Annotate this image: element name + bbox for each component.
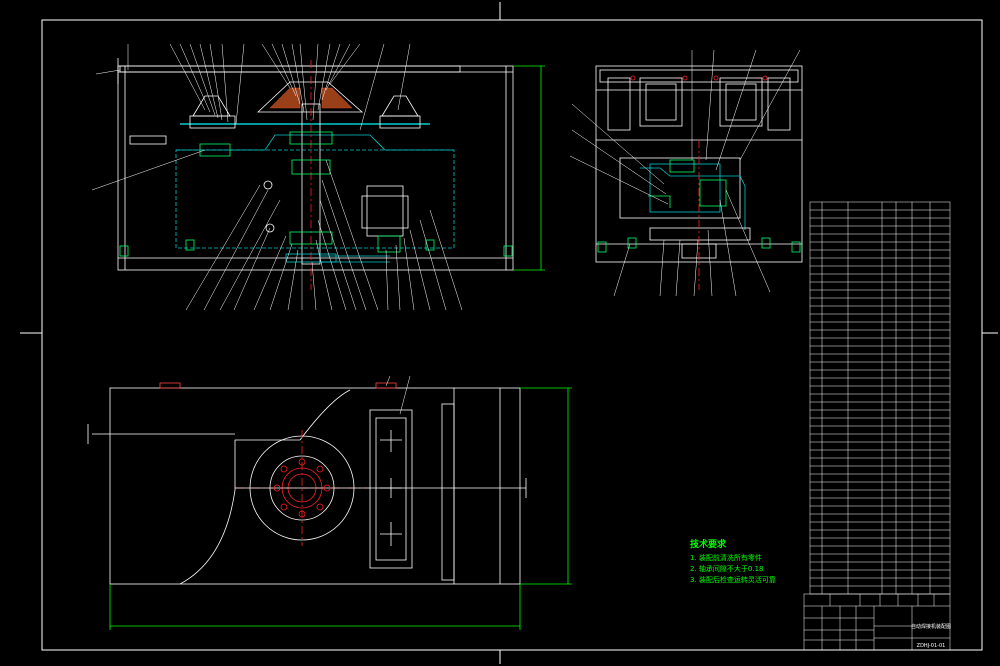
parts-list-table [809, 201, 951, 595]
technical-notes-title: 技术要求 [690, 540, 727, 550]
drawing-name: 自动焊接机装配图 [911, 623, 951, 630]
title-block [803, 593, 951, 651]
technical-note-3: 3. 装配后检查运转灵活可靠 [690, 576, 776, 584]
technical-notes: 技术要求 1. 装配前清洗所有零件 2. 轴承间隙不大于0.18 3. 装配后检… [690, 540, 776, 586]
front-view-leaders-top [91, 43, 411, 191]
front-view [117, 58, 545, 290]
plan-view-bolt-holes [273, 458, 331, 518]
parts-list-rows [810, 209, 950, 587]
side-view [595, 65, 803, 290]
front-view-leaders-bottom [185, 159, 463, 311]
plan-view [87, 375, 572, 630]
sheet-border [20, 2, 998, 664]
technical-note-1: 1. 装配前清洗所有零件 [690, 554, 762, 562]
side-view-leaders [569, 49, 801, 297]
drawing-number: ZDHJ-01-01 [917, 643, 946, 649]
technical-note-2: 2. 轴承间隙不大于0.18 [690, 565, 764, 573]
